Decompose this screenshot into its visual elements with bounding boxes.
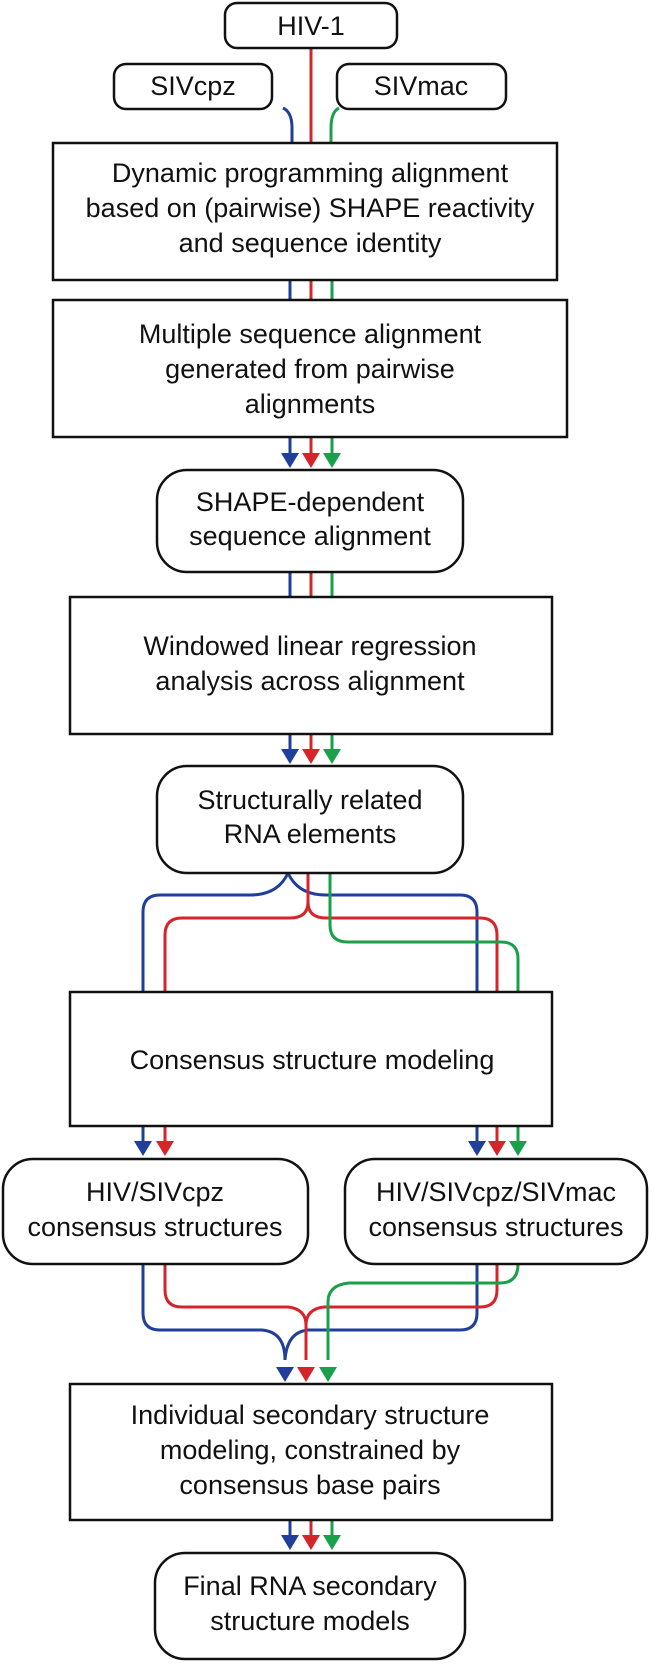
arrowhead-blue [468,1141,486,1156]
arrowhead-blue [281,749,299,764]
node-msa: Multiple sequence alignment generated fr… [51,298,569,439]
sivmac-label: SIVmac [374,71,469,101]
node-sivcpz: SIVcpz [112,62,274,111]
msa-line-3: alignments [245,389,376,419]
arrowhead-green [323,749,341,764]
red-branch-left [163,873,310,992]
node-dp-alignment: Dynamic programming alignment based on (… [51,141,559,282]
hiv-sivcpz-box [1,1157,310,1266]
related-elements-line-2: RNA elements [224,819,397,849]
blue-branch-left [141,872,290,992]
arrowhead-green [323,453,341,468]
red-branch-right [306,873,499,992]
regression-line-1: Windowed linear regression [143,631,476,661]
blue-merge-left [141,1264,287,1361]
individual-modeling-line-3: consensus base pairs [179,1470,440,1500]
final-models-line-2: structure models [210,1606,410,1636]
individual-modeling-line-1: Individual secondary structure [131,1400,490,1430]
arrowhead-green [509,1141,527,1156]
node-final-models: Final RNA secondary structure models [153,1551,467,1661]
consensus-modeling-label: Consensus structure modeling [130,1045,495,1075]
hiv1-box [223,1,399,50]
msa-line-1: Multiple sequence alignment [139,319,482,349]
sivcpz-line [282,106,294,143]
shape-alignment-line-1: SHAPE-dependent [196,487,425,517]
arrowheads [134,453,527,1550]
shape-alignment-line-2: sequence alignment [189,521,431,551]
consensus-modeling-box [68,990,554,1128]
hiv-sivcpz-sivmac-line-1: HIV/SIVcpz/SIVmac [376,1177,616,1207]
regression-box [68,595,554,736]
related-elements-line-1: Structurally related [197,785,422,815]
arrowhead-blue [281,453,299,468]
sivmac-box [335,62,508,111]
arrowhead-red [302,1535,320,1550]
node-hiv1: HIV-1 [223,1,399,50]
arrowhead-green [323,1535,341,1550]
arrowhead-red [488,1141,506,1156]
sivmac-line [329,106,340,143]
shape-alignment-box [155,468,465,574]
final-models-box [153,1551,467,1661]
connector-lines [141,46,520,1538]
msa-box [51,298,569,439]
hiv-sivcpz-line-1: HIV/SIVcpz [86,1177,224,1207]
arrowhead-red [302,453,320,468]
green-merge [326,1263,520,1360]
green-branch [328,873,520,992]
arrowhead-blue [281,1535,299,1550]
arrowhead-red [297,1367,315,1382]
individual-modeling-line-2: modeling, constrained by [160,1435,461,1465]
regression-line-2: analysis across alignment [155,666,465,696]
msa-line-2: generated from pairwise [165,354,455,384]
hiv-sivcpz-line-2: consensus structures [27,1212,282,1242]
node-regression: Windowed linear regression analysis acro… [68,595,554,736]
sivcpz-label: SIVcpz [150,71,236,101]
arrowhead-red [156,1141,174,1156]
dp-alignment-line-3: and sequence identity [179,228,442,258]
red-merge-left [163,1264,308,1360]
node-individual-modeling: Individual secondary structure modeling,… [68,1382,554,1522]
individual-modeling-box [68,1382,554,1522]
node-related-elements: Structurally related RNA elements [155,764,465,875]
arrowhead-green [319,1367,337,1382]
red-merge-right [304,1264,499,1360]
final-models-line-1: Final RNA secondary [183,1571,437,1601]
sivcpz-box [112,62,274,111]
dp-alignment-line-2: based on (pairwise) SHAPE reactivity [86,193,535,223]
arrowhead-blue [276,1367,294,1382]
blue-merge-right [283,1264,479,1361]
node-sivmac: SIVmac [335,62,508,111]
arrowhead-red [302,749,320,764]
related-elements-box [155,764,465,875]
hiv1-label: HIV-1 [277,11,345,41]
hiv-sivcpz-sivmac-line-2: consensus structures [368,1212,623,1242]
node-hiv-sivcpz-sivmac: HIV/SIVcpz/SIVmac consensus structures [343,1157,649,1266]
arrowhead-blue [134,1141,152,1156]
blue-branch-right [286,872,479,992]
node-consensus-modeling: Consensus structure modeling [68,990,554,1128]
node-hiv-sivcpz: HIV/SIVcpz consensus structures [1,1157,310,1266]
node-shape-alignment: SHAPE-dependent sequence alignment [155,468,465,574]
hiv-sivcpz-sivmac-box [343,1157,649,1266]
dp-alignment-box [51,141,559,282]
dp-alignment-line-1: Dynamic programming alignment [112,158,509,188]
